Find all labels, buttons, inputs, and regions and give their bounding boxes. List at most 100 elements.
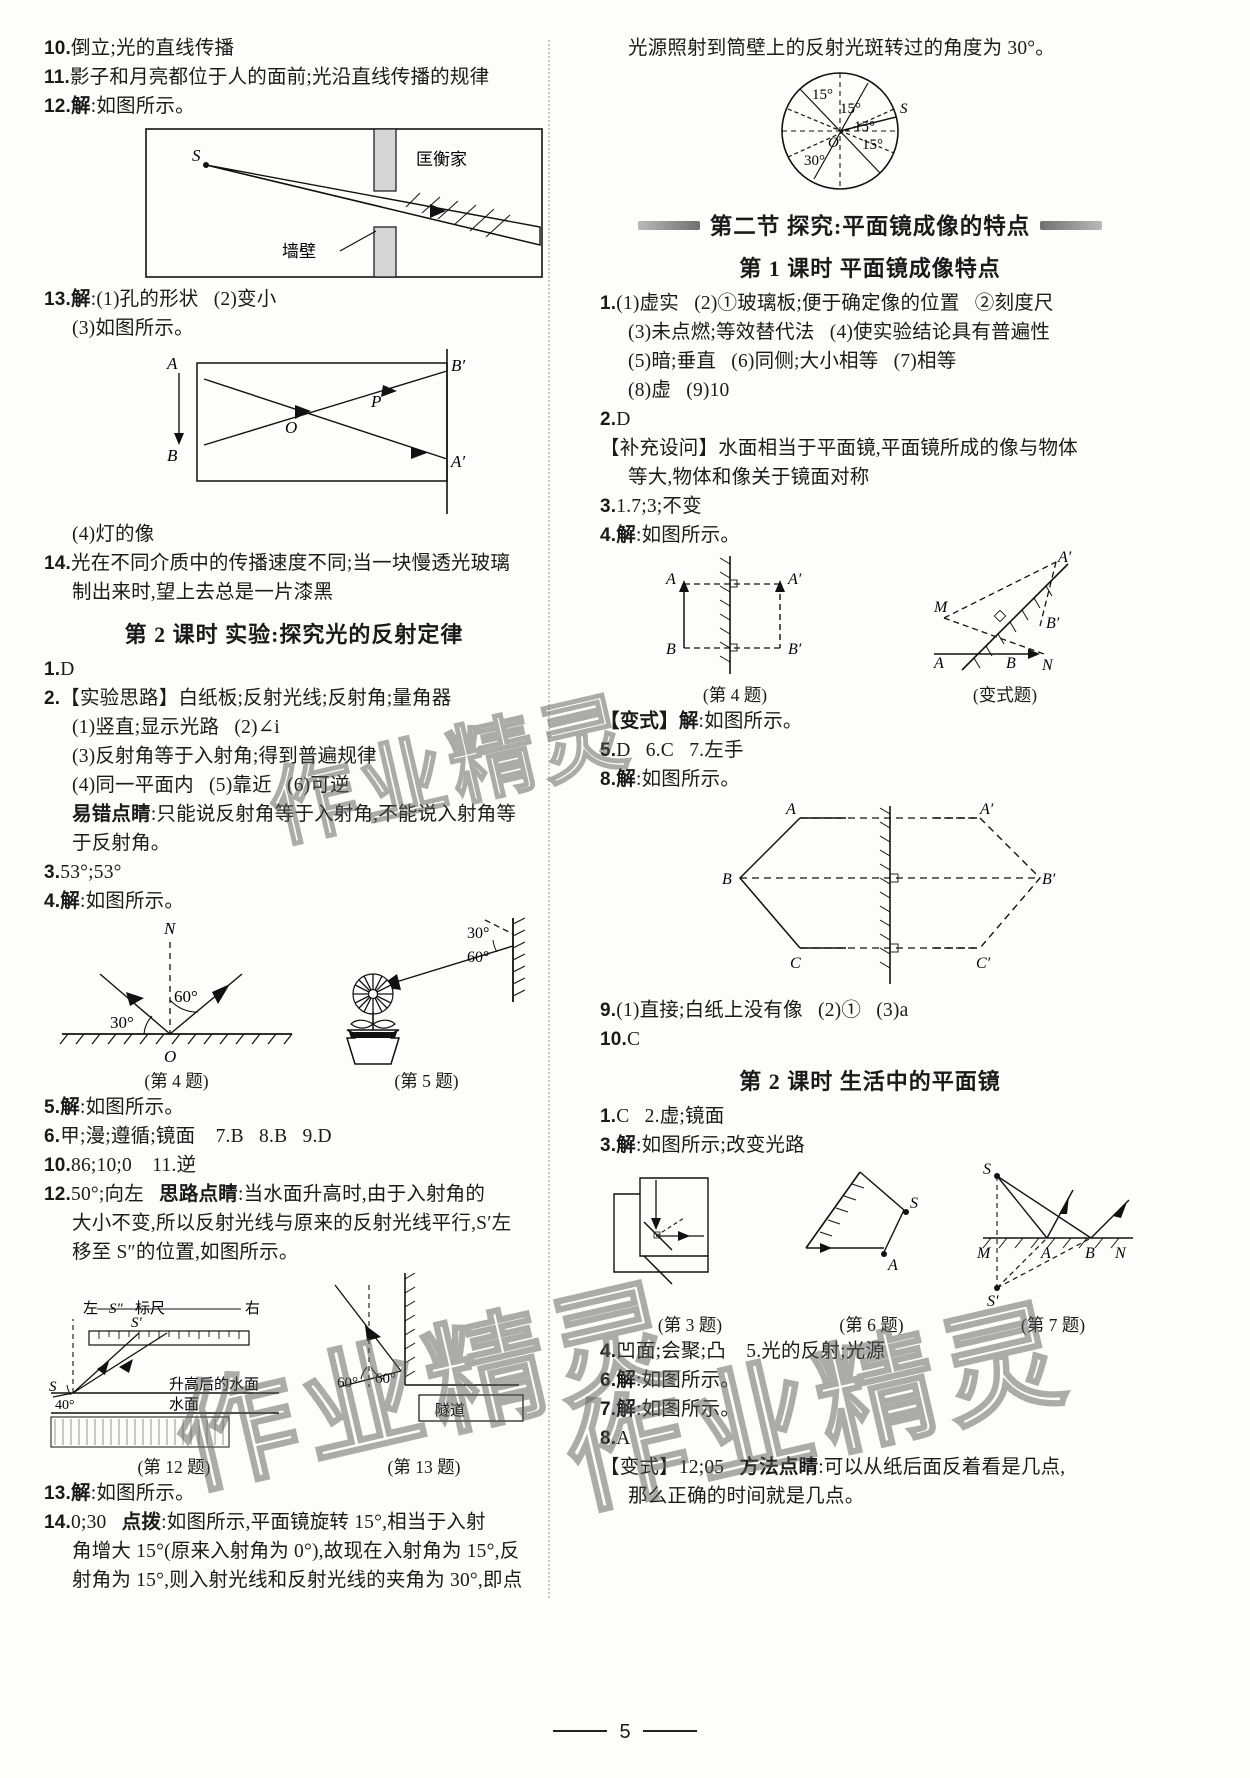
fig-s7-label-n: N	[1114, 1245, 1127, 1262]
fig-q12b-label-right: 右	[245, 1299, 260, 1317]
r2-add-bracket: 【补充设问】	[600, 438, 719, 459]
figure-s6: S A (第 6 题)	[784, 1160, 959, 1337]
r1-line-3: (3)未点燃;等效替代法 (4)使实验结论具有普遍性	[628, 322, 1051, 343]
a14-line-2: 角增大 15°(原来入射角为 0°),故现在入射角为 15°,反	[72, 1541, 520, 1562]
figure-q4: 30° 60° N O (第 4 题)	[52, 916, 302, 1093]
s1-number: 1.	[600, 1106, 617, 1127]
fig-q4-angle-30: 30°	[110, 1013, 134, 1032]
s4-number: 4.	[600, 1341, 617, 1362]
answer-line-r9: 9.(1)直接;白纸上没有像 (2)① (3)a	[600, 996, 1140, 1025]
q13-line-3: (3)如图所示。	[72, 318, 194, 339]
s7-number: 7.	[600, 1399, 617, 1420]
s7-jie-label: 解	[616, 1399, 636, 1420]
q11-text: 影子和月亮都位于人的面前;光沿直线传播的规律	[69, 67, 490, 88]
r1-number: 1.	[600, 293, 617, 314]
figure-s3: (第 3 题)	[600, 1160, 780, 1337]
q13-jie-label: 解	[71, 289, 91, 310]
answer-line-a3: 3.53°;53°	[44, 858, 544, 887]
a13-number: 13.	[44, 1483, 72, 1504]
r8-text: :如图所示。	[635, 769, 741, 790]
left-column: 10.倒立;光的直线传播 11.影子和月亮都位于人的面前;光沿直线传播的规律 1…	[44, 34, 544, 1595]
fig-s6-label-a: A	[887, 1257, 898, 1274]
fig-circle-angle-3: 15°	[854, 119, 875, 135]
fig-q12-label-wall: 墙壁	[282, 242, 316, 262]
a10-text: 86;10;0 11.逆	[71, 1155, 197, 1176]
answer-line-rv: 【变式】解:如图所示。	[600, 707, 1140, 736]
q10-text: 倒立;光的直线传播	[71, 38, 235, 59]
figure-r4-caption: (第 4 题)	[702, 685, 768, 705]
figure-q5: 30° 60°	[317, 916, 537, 1093]
s-var-text: 12;05	[678, 1457, 740, 1478]
a3-number: 3.	[44, 862, 61, 883]
answer-line-q12: 12.解:如图所示。	[44, 92, 544, 121]
r3-number: 3.	[600, 496, 617, 517]
a4-text: :如图所示。	[79, 891, 185, 912]
fig-r8-label-a: A	[785, 801, 796, 818]
answer-line-a4: 4.解:如图所示。	[44, 887, 544, 916]
fig-r4v-label-n: N	[1041, 657, 1054, 674]
column-divider	[548, 40, 550, 1598]
fig-circle-label-o: O	[828, 135, 839, 151]
r9-number: 9.	[600, 1000, 617, 1021]
figure-q5-caption: (第 5 题)	[394, 1071, 459, 1091]
rv-jie-label: 解	[678, 711, 699, 732]
fig-q4-label-n: N	[163, 919, 177, 938]
footer-rule-left	[553, 1730, 608, 1732]
fig-r4v-label-b: B	[1006, 655, 1016, 672]
r8-number: 8.	[600, 769, 617, 790]
q13-text-1: :(1)孔的形状 (2)变小	[90, 289, 277, 310]
answer-line-r4: 4.解:如图所示。	[600, 521, 1140, 550]
q14-number: 14.	[44, 553, 72, 574]
fig-circle-angle-2: 15°	[840, 101, 861, 117]
r2-text: D	[616, 409, 631, 430]
fig-r4v-label-m: M	[933, 599, 949, 616]
q13-number: 13.	[44, 289, 72, 310]
fig-s7-label-sp: S′	[987, 1293, 999, 1310]
a13-jie-label: 解	[71, 1483, 91, 1504]
fig-r4-label-bp: B′	[788, 641, 802, 658]
figure-row-q12-q13: S 40° S′ S″ 标尺 左 右 升高后的水面 水面 (第 12 题)	[44, 1267, 544, 1479]
s6-number: 6.	[600, 1370, 617, 1391]
fig-s7-label-m: M	[976, 1245, 992, 1262]
a14-text: 0;30	[71, 1512, 122, 1533]
answer-line-q14: 14.光在不同介质中的传播速度不同;当一块慢透光玻璃	[44, 549, 544, 578]
fig-q4-angle-60: 60°	[174, 987, 198, 1006]
fig-r4-label-a: A	[665, 571, 676, 588]
r10-number: 10.	[600, 1029, 628, 1050]
fig-q13-label-bp: A′	[450, 452, 465, 471]
a12-text: 50°;向左	[71, 1184, 160, 1205]
a3-text: 53°;53°	[60, 862, 122, 883]
a6-text: 甲;漫;遵循;镜面 7.B 8.B 9.D	[60, 1126, 332, 1147]
fig-r4v-label-bp: B′	[1046, 615, 1060, 632]
s1-text: C 2.虚;镜面	[616, 1106, 725, 1127]
s4-text: 凹面;会聚;凸 5.光的反射;光源	[616, 1341, 886, 1362]
a1-text: D	[60, 659, 75, 680]
answer-line-a5: 5.解:如图所示。	[44, 1093, 544, 1122]
answer-line-s7: 7.解:如图所示。	[600, 1395, 1140, 1424]
a2-bracket: 【实验思路】	[60, 688, 179, 709]
r3-text: 1.7;3;不变	[616, 496, 702, 517]
answer-line-s8: 8.A	[600, 1424, 1140, 1453]
figure-q13b-caption: (第 13 题)	[387, 1457, 461, 1477]
answer-line-r2-add: 【补充设问】水面相当于平面镜,平面镜所成的像与物体	[600, 434, 1140, 463]
fig-r8-label-bp: B′	[1042, 871, 1056, 888]
a5-jie-label: 解	[60, 1097, 80, 1118]
r8-jie-label: 解	[616, 769, 636, 790]
heading-bar-left	[637, 220, 700, 230]
figure-r4-variant: M N A B A′ B′ (变式题)	[900, 550, 1110, 707]
q12-jie-label: 解	[71, 96, 91, 117]
r2-add-line-2: 等大,物体和像关于镜面对称	[628, 467, 870, 488]
answer-line-s-variant: 【变式】12;05 方法点睛:可以从纸后面反着看是几点,	[600, 1453, 1140, 1482]
a6-number: 6.	[44, 1126, 61, 1147]
q12-number: 12.	[44, 96, 72, 117]
figure-q12b: S 40° S′ S″ 标尺 左 右 升高后的水面 水面 (第 12 题)	[49, 1267, 299, 1479]
fig-q12b-label-s1: S′	[131, 1315, 143, 1331]
lesson-2-heading: 第 2 课时 生活中的平面镜	[739, 1069, 1001, 1094]
right-top-text: 光源照射到筒壁上的反射光斑转过的角度为 30°。	[628, 38, 1055, 59]
figure-s7-caption: (第 7 题)	[1020, 1315, 1086, 1335]
fig-s7-label-b: B	[1085, 1245, 1095, 1262]
r4-jie-label: 解	[616, 525, 636, 546]
fig-q13-label-b: B	[167, 446, 178, 465]
fig-circle-label-s: S	[900, 101, 908, 117]
figure-q4-caption: (第 4 题)	[144, 1071, 209, 1091]
